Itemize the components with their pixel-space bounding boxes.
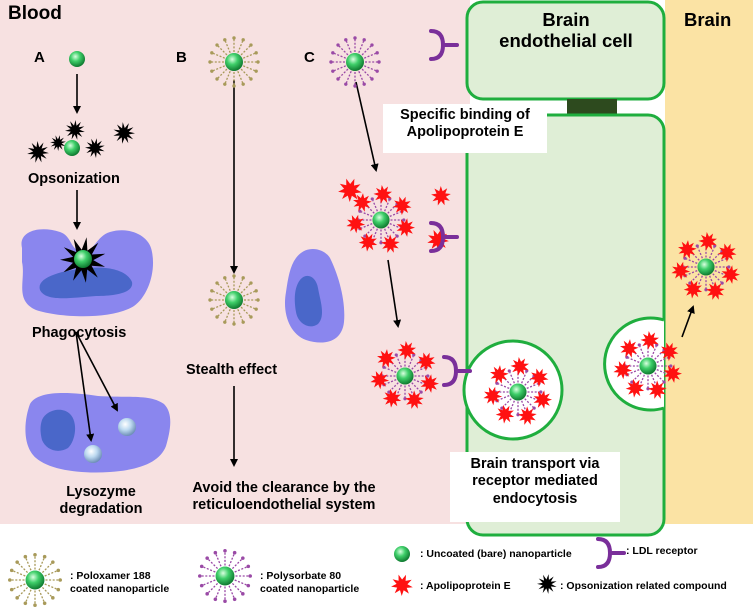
apolipoprotein-e-icon <box>495 404 515 424</box>
apolipoprotein-e-icon <box>346 214 366 234</box>
legend-poloxamer: : Poloxamer 188 coated nanoparticle <box>70 570 170 595</box>
apolipoprotein-e-icon <box>533 390 552 409</box>
endothelial-cell-top <box>465 0 666 101</box>
apolipoprotein-e-icon <box>663 364 682 383</box>
apolipoprotein-e-icon <box>640 331 659 350</box>
legend-polysorbate: : Polysorbate 80 coated nanoparticle <box>260 570 360 595</box>
legend-ldl: : LDL receptor <box>626 545 698 557</box>
apolipoprotein-e-icon <box>377 349 396 368</box>
legend-polysorbate-icon <box>198 549 252 603</box>
binding-box: Specific binding of Apolipoprotein E <box>383 104 547 153</box>
apolipoprotein-e-icon <box>490 365 509 384</box>
nanoparticle-phagocytosed-icon <box>74 250 92 268</box>
apolipoprotein-e-icon <box>683 279 703 299</box>
apolipoprotein-e-icon <box>625 378 645 398</box>
panel-a-label: A <box>34 49 45 66</box>
ldl-receptor-icon <box>429 221 459 253</box>
apolipoprotein-e-icon <box>382 388 402 408</box>
opsonin-icon <box>50 135 66 151</box>
lysosome-icon <box>84 445 102 463</box>
apolipoprotein-e-icon <box>353 193 372 212</box>
panel-b-label: B <box>176 49 187 66</box>
poloxamer-nanoparticle-icon <box>208 36 260 88</box>
apolipoprotein-e-icon <box>392 196 412 216</box>
apolipoprotein-e-icon <box>529 368 549 388</box>
apolipoprotein-e-icon <box>431 186 451 206</box>
apolipoprotein-e-icon <box>416 352 436 372</box>
apolipoprotein-e-icon <box>483 386 503 406</box>
arrow-c2 <box>387 259 402 328</box>
legend-nanoparticle-icon <box>394 546 410 562</box>
lysosome-icon <box>118 418 136 436</box>
polysorbate-nanoparticle-icon <box>329 36 381 88</box>
ldl-receptor-icon <box>429 29 459 61</box>
legend-apoe: : Apolipoprotein E <box>420 580 511 592</box>
arrow-a3 <box>75 331 95 442</box>
legend-opsonin: : Opsonization related compound <box>560 580 727 592</box>
apolipoprotein-e-icon <box>510 357 529 376</box>
apolipoprotein-e-icon <box>706 281 725 300</box>
blood-label: Blood <box>8 3 62 24</box>
panel-c-label: C <box>304 49 315 66</box>
endothelial-label: Brain endothelial cell <box>499 9 633 52</box>
lysozyme-label: Lysozyme degradation <box>59 484 143 517</box>
brain-label: Brain <box>684 9 732 30</box>
opsonin-icon <box>85 138 105 158</box>
apolipoprotein-e-icon <box>613 360 633 380</box>
nanoparticle-opsonized-icon <box>64 140 80 156</box>
apolipoprotein-e-icon <box>678 240 697 259</box>
opsonin-icon <box>65 120 85 140</box>
ldl-receptor-icon <box>442 355 472 387</box>
apolipoprotein-e-icon <box>370 370 390 390</box>
apolipoprotein-e-icon <box>648 380 667 399</box>
nucleus-b <box>294 275 323 327</box>
phagocytosis-label: Phagocytosis <box>32 325 127 341</box>
apolipoprotein-e-icon <box>358 232 378 252</box>
apolipoprotein-e-icon <box>338 178 362 202</box>
apolipoprotein-e-icon <box>518 406 537 425</box>
arrows <box>73 74 695 467</box>
apolipoprotein-e-icon <box>721 265 740 284</box>
legend-apoe-icon <box>391 574 413 596</box>
apolipoprotein-e-icon <box>671 261 691 281</box>
apolipoprotein-e-icon <box>405 390 424 409</box>
arrow-c1 <box>355 81 379 172</box>
legend-region <box>0 524 753 608</box>
apolipoprotein-e-icon <box>397 341 416 360</box>
apolipoprotein-e-icon <box>717 243 737 263</box>
legend-ldl-receptor-icon <box>596 537 626 569</box>
dynamic-layer <box>8 29 740 607</box>
apolipoprotein-e-icon <box>373 185 392 204</box>
nucleus-upper <box>39 267 133 299</box>
poloxamer-nanoparticle-icon <box>208 274 260 326</box>
legend-poloxamer-icon <box>8 553 62 607</box>
arrow-brain <box>681 305 695 338</box>
arrow-a4 <box>75 331 118 412</box>
nucleus-lower <box>40 409 76 451</box>
transport-box: Brain transport via receptor mediated en… <box>450 452 620 522</box>
opsonin-icon <box>113 122 135 144</box>
apolipoprotein-e-icon <box>659 342 679 362</box>
opsonin-icon <box>27 141 49 163</box>
legend-opsonin-icon <box>537 574 557 594</box>
legend-uncoated: : Uncoated (bare) nanoparticle <box>420 548 572 560</box>
opsonization-label: Opsonization <box>28 171 120 187</box>
apolipoprotein-e-icon <box>620 339 639 358</box>
tight-junction <box>567 99 617 115</box>
avoid-label: Avoid the clearance by the reticuloendot… <box>192 480 376 513</box>
apolipoprotein-e-icon <box>698 232 717 251</box>
apolipoprotein-e-icon <box>381 234 400 253</box>
stealth-label: Stealth effect <box>186 362 278 378</box>
apolipoprotein-e-icon <box>396 218 415 237</box>
apolipoprotein-e-icon <box>420 374 439 393</box>
nanoparticle-a-icon <box>69 51 85 67</box>
